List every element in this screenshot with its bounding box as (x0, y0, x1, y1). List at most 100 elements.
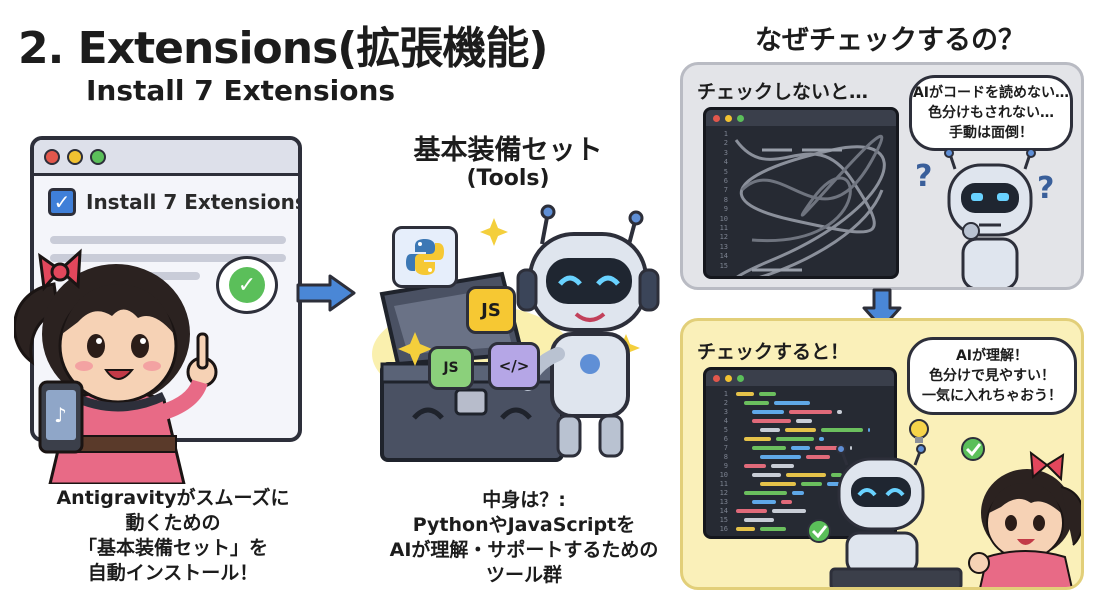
caption-line: AIが理解・サポートするための (389, 539, 659, 561)
code-token (760, 527, 786, 531)
arrow-right-icon (296, 274, 356, 312)
code-token (792, 491, 804, 495)
window-titlebar (34, 140, 298, 176)
code-token (752, 446, 786, 450)
code-token (791, 446, 810, 450)
caption-line: 動くための (125, 512, 221, 534)
maximize-dot-icon (90, 148, 106, 165)
code-token (831, 473, 842, 477)
bubble-line: 手動は面倒！ (948, 125, 1033, 141)
code-token (752, 419, 791, 423)
code-token (772, 509, 806, 513)
tile-label: JS (443, 360, 459, 376)
line-number: 4 (723, 417, 728, 425)
confused-robot-illustration (944, 149, 1036, 287)
code-token (760, 455, 801, 459)
left-caption: Antigravityがスムーズに 動くための 「基本装備セット」を 自動インス… (30, 486, 316, 586)
middle-caption: 中身は？: PythonやJavaScriptを AIが理解・サポートするための… (376, 488, 672, 588)
line-number: 1 (723, 390, 728, 398)
line-number: 7 (723, 444, 728, 452)
code-token (821, 428, 863, 432)
code-token (736, 392, 754, 396)
code-token (785, 428, 816, 432)
line-number: 7 (723, 186, 728, 195)
line-number: 9 (723, 205, 728, 214)
code-token (774, 401, 810, 405)
line-number: 2 (723, 139, 728, 148)
line-number: 3 (723, 408, 728, 416)
with-check-label: チェックすると！ (697, 341, 850, 363)
line-number: 8 (723, 195, 728, 204)
line-number: 6 (723, 435, 728, 443)
code-token (781, 500, 792, 504)
line-number: 4 (723, 158, 728, 167)
caption-line: ツール群 (485, 564, 562, 586)
placeholder-line (50, 254, 286, 262)
code-token (868, 428, 870, 432)
happy-speech-bubble: AIが理解！ 色分けで見やすい！ 一気に入れちゃおう！ (907, 337, 1077, 415)
code-token (776, 437, 814, 441)
page-title: 2. Extensions(拡張機能) (18, 23, 549, 74)
placeholder-line (50, 236, 286, 244)
javascript-file-tile: JS (428, 346, 474, 390)
code-token (736, 509, 767, 513)
toolset-title: 基本装備セット (413, 135, 603, 166)
check-icon[interactable]: ✓ (48, 188, 76, 216)
line-number: 1 (723, 130, 728, 138)
python-logo-icon (392, 226, 458, 288)
code-token (752, 473, 781, 477)
install-option[interactable]: ✓ Install 7 Extensions (48, 188, 298, 216)
line-number: 14 (719, 252, 728, 261)
line-number: 13 (719, 498, 728, 506)
code-token (744, 464, 766, 468)
toolset-subtitle: (Tools) (466, 166, 550, 191)
line-number: 8 (723, 453, 728, 461)
bubble-line: 色分けで見やすい！ (929, 368, 1055, 384)
caption-line: 「基本装備セット」を (77, 537, 268, 559)
code-token (752, 500, 776, 504)
code-tile: </> (488, 342, 540, 390)
why-heading: なぜチェックするの？ (755, 25, 1025, 56)
code-token (850, 446, 852, 450)
line-number: 10 (719, 214, 728, 223)
code-token (744, 491, 787, 495)
code-token (837, 410, 842, 414)
code-token (796, 419, 812, 423)
code-token (789, 410, 832, 414)
line-number: 12 (719, 233, 728, 242)
code-token (827, 482, 840, 486)
check-icon: ✓ (229, 267, 265, 303)
line-number: 13 (719, 242, 728, 251)
code-token (806, 455, 830, 459)
code-token (760, 428, 780, 432)
code-token (744, 401, 769, 405)
line-number: 11 (719, 224, 728, 233)
svg-text:♪: ♪ (54, 403, 67, 427)
code-token (801, 482, 822, 486)
check-speech-bubble: ✓ (216, 256, 278, 314)
line-number: 2 (723, 399, 728, 407)
caption-line: Antigravityがスムーズに (56, 487, 290, 509)
caption-line: 中身は？: (482, 489, 566, 511)
close-dot-icon (44, 148, 60, 165)
code-token (759, 392, 776, 396)
confused-speech-bubble: AIがコードを読めない… 色分けもされない… 手動は面倒！ (909, 75, 1073, 151)
bubble-line: AIが理解！ (955, 348, 1029, 364)
code-token (771, 464, 794, 468)
line-number: 14 (719, 507, 728, 515)
question-mark-icon: ? (915, 159, 933, 194)
code-token (736, 527, 755, 531)
line-number: 15 (719, 261, 728, 270)
question-mark-icon: ? (1037, 171, 1055, 206)
code-token (819, 437, 824, 441)
line-number: 15 (719, 516, 728, 524)
line-number: 6 (723, 177, 728, 186)
line-number: 10 (719, 471, 728, 479)
line-number: 5 (723, 167, 728, 176)
line-number: 16 (719, 525, 728, 533)
